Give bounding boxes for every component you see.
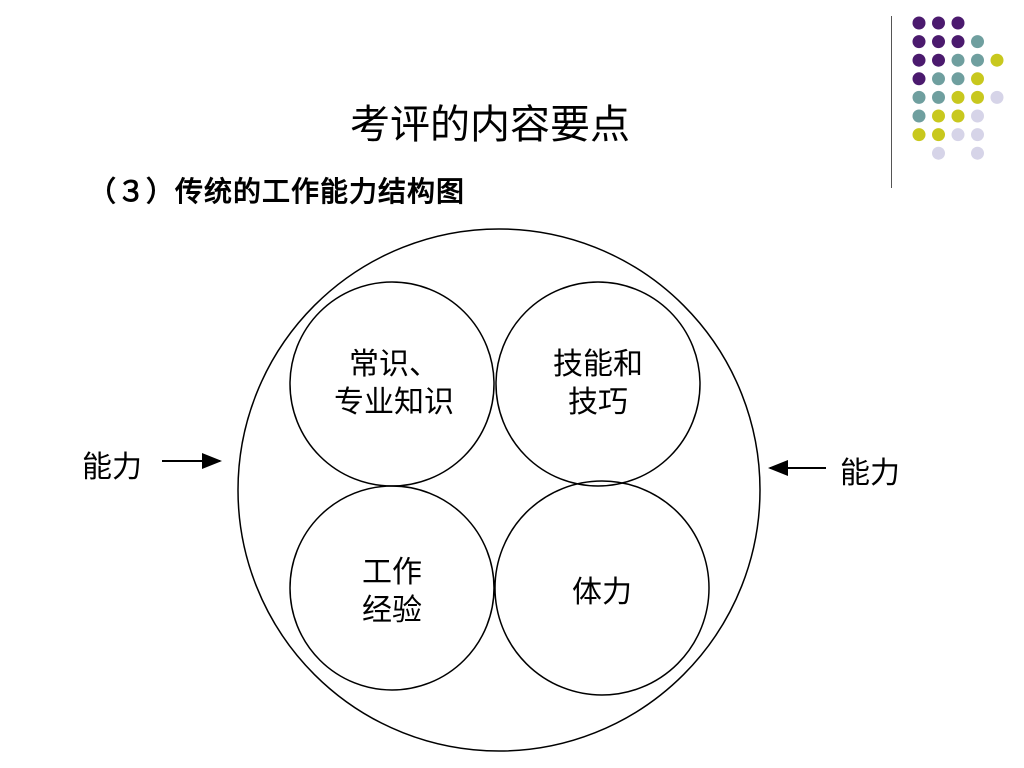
decorative-dot bbox=[932, 53, 945, 67]
decorative-dot bbox=[971, 109, 984, 123]
decorative-dot bbox=[971, 128, 984, 142]
decorative-dot bbox=[912, 35, 926, 49]
physical-label: 体力 bbox=[522, 574, 682, 612]
decorative-dot bbox=[951, 109, 965, 123]
skills-label-text: 技能和 技巧 bbox=[553, 347, 643, 420]
slide-subtitle: （３）传统的工作能力结构图 bbox=[88, 175, 466, 208]
outer-ability-circle bbox=[237, 228, 761, 752]
decorative-dot bbox=[971, 90, 984, 104]
decorative-dot bbox=[951, 53, 965, 67]
left-ability-label: 能力 bbox=[82, 450, 142, 485]
decorative-dot bbox=[932, 72, 945, 86]
decorative-dot bbox=[971, 35, 984, 49]
decorative-dot bbox=[912, 16, 926, 30]
decorative-dot-grid bbox=[912, 16, 1004, 160]
decorative-dot bbox=[932, 146, 945, 160]
physical-circle bbox=[494, 480, 710, 696]
decorative-dot bbox=[971, 72, 984, 86]
decorative-dot bbox=[912, 90, 926, 104]
experience-label-text: 工作 经验 bbox=[362, 555, 422, 628]
decorative-dot bbox=[990, 53, 1004, 67]
decorative-dot bbox=[971, 53, 984, 67]
physical-label-text: 体力 bbox=[572, 575, 632, 610]
skills-label: 技能和 技巧 bbox=[518, 346, 678, 422]
decorative-dot bbox=[951, 16, 965, 30]
skills-circle bbox=[495, 281, 701, 487]
decorative-dot bbox=[932, 128, 945, 142]
decorative-dot bbox=[951, 72, 965, 86]
decorative-dot bbox=[951, 35, 965, 49]
slide-title: 考评的内容要点 bbox=[350, 102, 630, 148]
knowledge-label: 常识、 专业知识 bbox=[314, 346, 474, 422]
decorative-dot bbox=[912, 128, 926, 142]
decorative-dot bbox=[912, 53, 926, 67]
experience-label: 工作 经验 bbox=[312, 554, 472, 630]
decorative-dot bbox=[912, 109, 926, 123]
decorative-dot bbox=[912, 72, 926, 86]
decorative-dot bbox=[932, 35, 945, 49]
decorative-dot bbox=[951, 128, 965, 142]
knowledge-label-text: 常识、 专业知识 bbox=[334, 347, 454, 420]
decorative-dot bbox=[971, 146, 984, 160]
decorative-dot bbox=[932, 109, 945, 123]
experience-circle bbox=[289, 485, 495, 691]
decorative-vertical-line bbox=[891, 16, 892, 188]
decorative-dot bbox=[990, 90, 1004, 104]
decorative-dot bbox=[932, 16, 945, 30]
right-ability-label: 能力 bbox=[840, 456, 900, 491]
decorative-dot bbox=[951, 90, 965, 104]
decorative-dot bbox=[932, 90, 945, 104]
